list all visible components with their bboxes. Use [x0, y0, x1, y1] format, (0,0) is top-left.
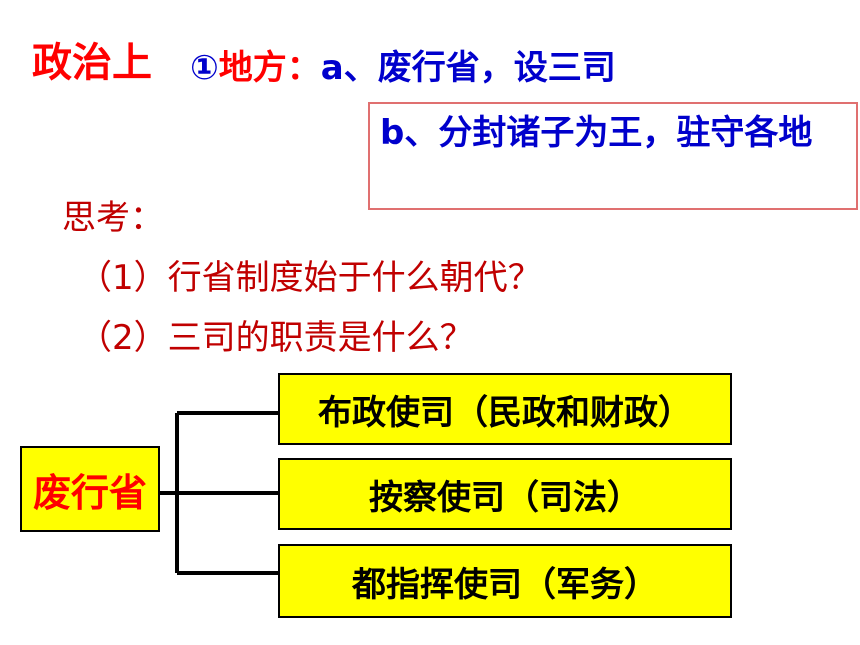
branch-node-1: 布政使司（民政和财政）: [278, 373, 732, 445]
local-line: ①地方：a、废行省，设三司: [190, 40, 616, 89]
item-a: a、废行省，设三司: [320, 48, 616, 88]
circle-number: ①: [190, 48, 219, 88]
local-label: 地方：: [218, 48, 321, 88]
branch-node-2: 按察使司（司法）: [278, 458, 732, 530]
branch-node-3: 都指挥使司（军务）: [278, 544, 732, 618]
question-1: （1）行省制度始于什么朝代？: [78, 258, 542, 298]
question-2: （2）三司的职责是什么？: [78, 318, 474, 358]
note-box-item-b: b、分封诸子为王，驻守各地: [368, 102, 858, 210]
politics-heading: 政治上: [32, 40, 152, 86]
think-label: 思考：: [62, 198, 164, 238]
root-node: 废行省: [20, 446, 160, 532]
